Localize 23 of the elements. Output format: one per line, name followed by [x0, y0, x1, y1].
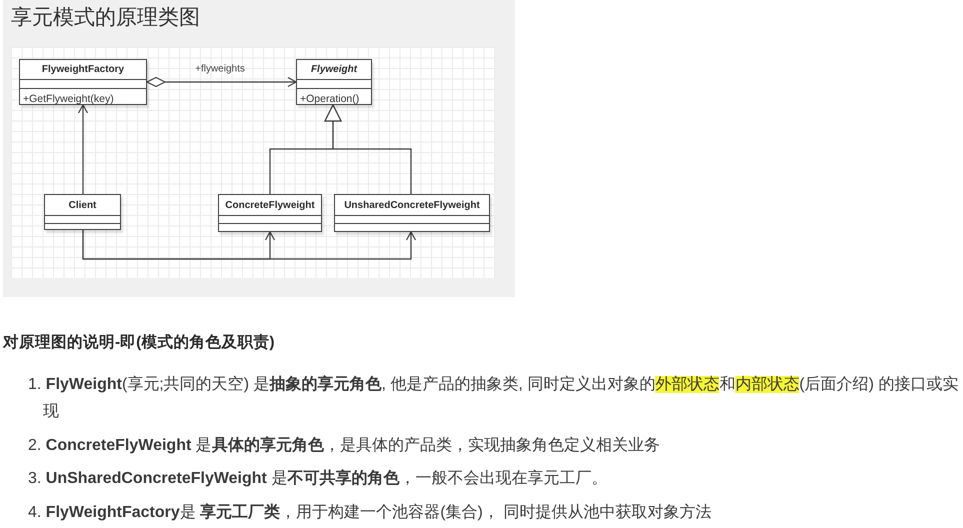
list-item: 4. FlyWeightFactory是 享元工厂类，用于构建一个池容器(集合)， 同时提供从池中获取对象方法: [28, 502, 712, 522]
class-box: [19, 59, 147, 105]
diagram-title: 享元模式的原理类图: [11, 5, 200, 31]
edge-label: +flyweights: [195, 62, 245, 76]
aggregation-arrow: [146, 76, 297, 88]
list-item: 1. FlyWeight(享元;共同的天空) 是抽象的享元角色, 他是产品的抽象类, 同时定义出对象的外部状态和内部状态(后面介绍) 的接口或实现: [28, 374, 960, 422]
class-box: [218, 194, 322, 232]
class-name: UnsharedConcreteFlyweight: [344, 198, 480, 212]
class-name: Client: [68, 198, 96, 212]
arrow: [78, 104, 88, 194]
arrow: [82, 230, 416, 260]
class-name: ConcreteFlyweight: [225, 198, 315, 212]
class-name: FlyweightFactory: [42, 63, 124, 76]
class-box: [296, 59, 372, 105]
method-text: +GetFlyweight(key): [23, 93, 114, 105]
list-item: 2. ConcreteFlyWeight 是具体的享元角色，是具体的产品类，实现抽象角色定义相关业务: [28, 435, 660, 456]
class-box: [44, 194, 121, 230]
method-text: +Operation(): [300, 93, 360, 105]
class-box: [334, 194, 490, 232]
section-heading: 对原理图的说明-即(模式的角色及职责): [3, 333, 274, 353]
list-item: 3. UnSharedConcreteFlyWeight 是不可共享的角色，一般不会出现在享元工厂。: [28, 468, 608, 488]
class-name: Flyweight: [310, 63, 358, 76]
inheritance-arrow: [324, 104, 412, 194]
